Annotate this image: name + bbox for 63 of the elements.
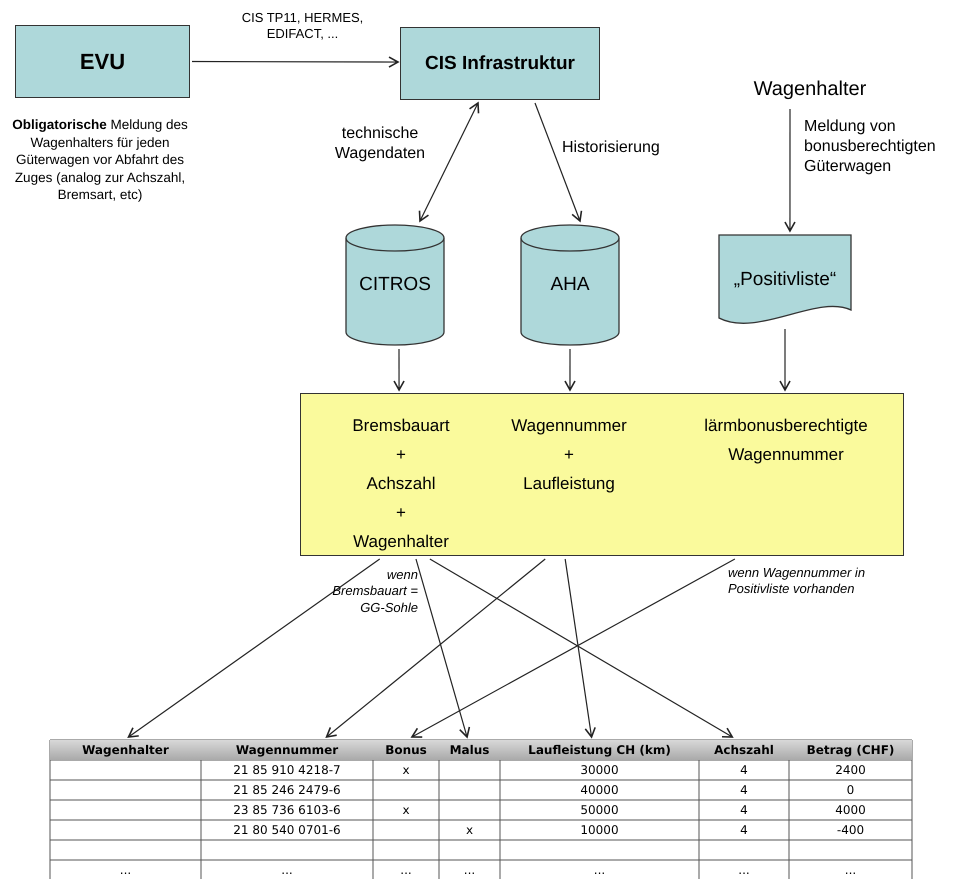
table-cell-text: 10000 — [579, 822, 620, 839]
arrow — [326, 558, 546, 738]
table-cell-text: ... — [592, 862, 606, 879]
table-cell-text: 4 — [739, 822, 749, 839]
edge-label: CIS TP11, HERMES, EDIFACT, ... — [240, 10, 364, 42]
arrow — [564, 558, 596, 738]
table-cell-text: 21 85 246 2479-6 — [232, 782, 342, 799]
column-header: Laufleistung CH (km) — [500, 740, 699, 760]
table-cell-text: 4 — [739, 802, 749, 819]
table-cell-text: 0 — [846, 782, 856, 799]
process-box — [15, 25, 190, 98]
arrow — [784, 109, 796, 232]
process-box — [300, 393, 904, 556]
process-box — [400, 27, 600, 100]
node-label: lärmbonusberechtigte Wagennummer — [703, 415, 869, 466]
table-cell-text: x — [401, 802, 411, 819]
caption-text: Obligatorische Meldung des Wagenhalters für jeden Güterwagen vor Abfahrt des Zuges (analog zur Achszahl, Bremsart, etc) — [11, 116, 189, 204]
table-cell-text: ... — [399, 862, 413, 879]
table-cell-text: 23 85 736 6103-6 — [232, 802, 342, 819]
arrow — [192, 56, 399, 68]
table-cell-text: 4 — [739, 762, 749, 779]
table-cell-text: 4 — [739, 782, 749, 799]
table-cell-text: 30000 — [579, 762, 620, 779]
arrow — [779, 329, 791, 391]
table-cell-text: 4000 — [834, 802, 867, 819]
column-header: Achszahl — [699, 740, 789, 760]
table-cell-text: -400 — [836, 822, 866, 839]
column-header: Wagennummer — [201, 740, 373, 760]
edge-label: wenn Bremsbauart = GG-Sohle — [331, 567, 418, 616]
node-label: AHA — [550, 274, 590, 296]
arrow — [418, 102, 480, 222]
node-label: EVU — [80, 48, 126, 74]
table-cell-text: ... — [462, 862, 476, 879]
node-label: Wagennummer + Laufleistung — [510, 415, 628, 495]
table-cell-text: 50000 — [579, 802, 620, 819]
node-label: „Positivliste“ — [734, 269, 836, 291]
arrow — [534, 102, 582, 222]
arrow — [393, 349, 405, 391]
node-label: Bremsbauart + Achszahl + Wagenhalter — [351, 415, 451, 553]
edge-label: wenn Wagennummer in Positivliste vorhanden — [728, 565, 866, 598]
actor-label: Wagenhalter — [730, 72, 890, 106]
edge-label: technische Wagendaten — [334, 124, 426, 164]
table-cell-text: 40000 — [579, 782, 620, 799]
table-cell-text: 21 80 540 0701-6 — [232, 822, 342, 839]
arrow — [564, 349, 576, 391]
table-cell-text: 21 85 910 4218-7 — [232, 762, 342, 779]
column-header: Wagenhalter — [50, 740, 201, 760]
edge-label: Meldung von bonusberechtigten Güterwagen — [804, 117, 937, 177]
table-cell-text: x — [401, 762, 411, 779]
table-cell-text: 2400 — [834, 762, 867, 779]
node-label: CIS Infrastruktur — [425, 52, 575, 74]
column-header: Betrag (CHF) — [789, 740, 912, 760]
edge-label: Historisierung — [562, 138, 661, 158]
arrow — [128, 558, 380, 738]
node-label: CITROS — [359, 274, 431, 296]
column-header: Malus — [439, 740, 500, 760]
table-cell-text: ... — [118, 862, 132, 879]
arrow — [415, 558, 470, 738]
table-cell-text: ... — [280, 862, 294, 879]
column-header: Bonus — [373, 740, 439, 760]
table-cell-text: ... — [844, 862, 858, 879]
table-cell-text: ... — [737, 862, 751, 879]
table-cell-text: x — [464, 822, 474, 839]
